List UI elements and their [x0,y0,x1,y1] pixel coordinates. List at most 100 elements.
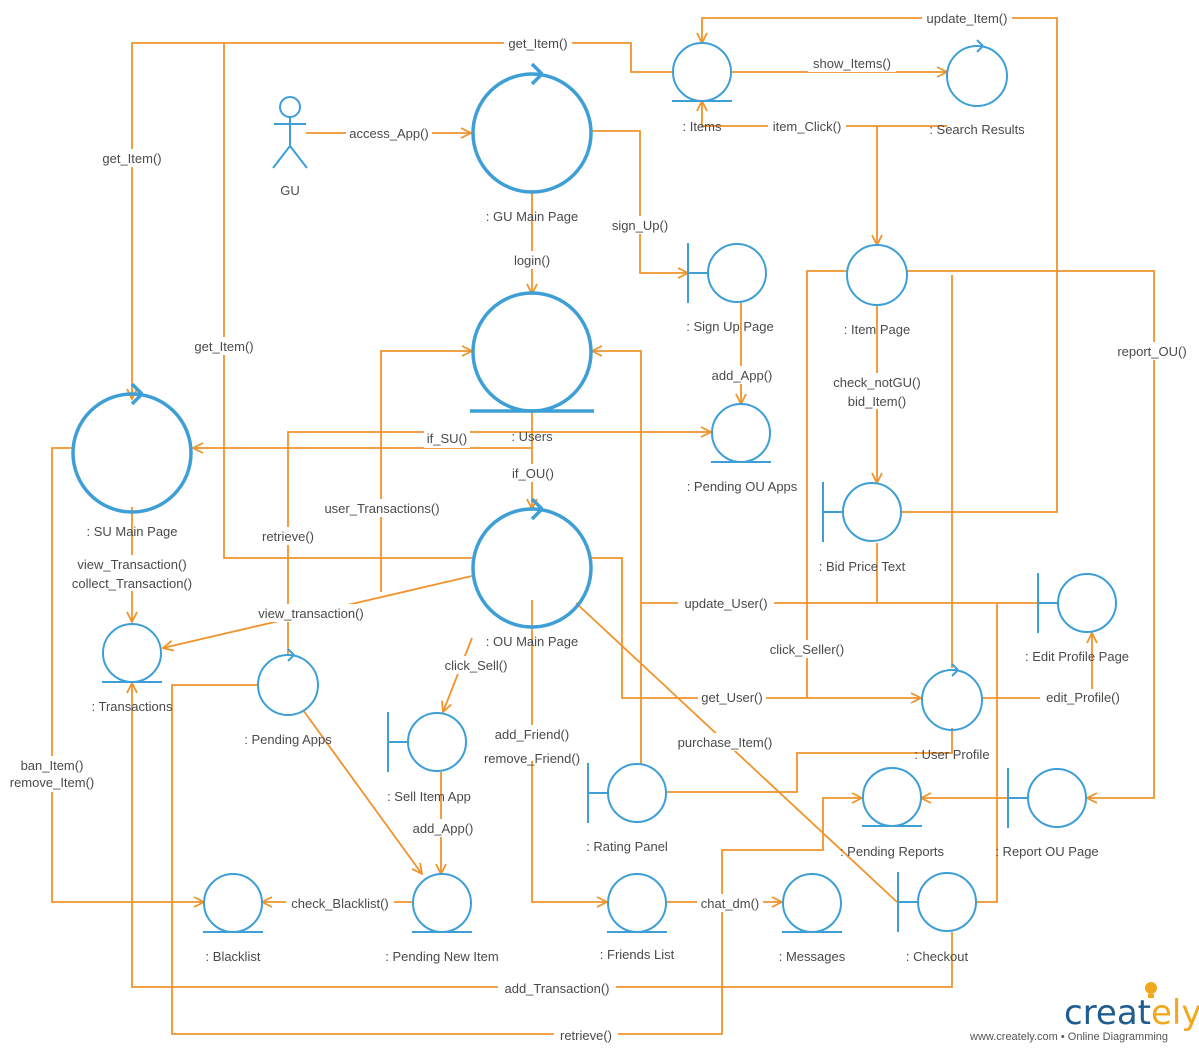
entity-pending-reports[interactable] [862,767,922,827]
msg-view-transaction-collect-1: view_Transaction() [77,557,186,572]
entity-item-page[interactable] [846,244,908,306]
connectors [51,17,1155,1035]
blacklist-label: : Blacklist [206,949,261,964]
pending-ou-apps-label: : Pending OU Apps [687,479,798,494]
msg-chat-dm: chat_dm() [701,896,760,911]
msg-get-user: get_User() [701,690,762,705]
msg-add-friend-2: remove_Friend() [484,751,580,766]
link-checkout-update [976,603,998,903]
edit-profile-page-label: : Edit Profile Page [1025,649,1129,664]
boundary-edit-profile-page[interactable] [1037,573,1117,633]
objects [71,39,1117,933]
creately-logo: creately www.creately.com • Online Diagr… [969,982,1199,1043]
boundary-sell-item-app[interactable] [387,712,467,772]
entity-friends-list[interactable] [607,873,667,933]
msg-retrieve-bottom: retrieve() [560,1028,612,1043]
link-click-sell [443,637,473,712]
entity-pending-ou-apps[interactable] [711,403,771,463]
messages-label: : Messages [779,949,846,964]
entity-users[interactable] [470,291,594,413]
logo-tagline: www.creately.com • Online Diagramming [969,1031,1168,1043]
msg-access-app: access_App() [349,126,428,141]
msg-get-item-mid: get_Item() [194,339,253,354]
msg-user-transactions: user_Transactions() [324,501,439,516]
control-ou-main-page[interactable] [471,497,593,629]
entity-pending-new-item[interactable] [412,873,472,933]
entity-transactions[interactable] [102,623,162,683]
msg-update-user: update_User() [684,596,767,611]
msg-report-ou: report_OU() [1117,344,1186,359]
msg-update-item: update_Item() [927,11,1008,26]
msg-if-ou: if_OU() [512,466,554,481]
msg-view-transaction: view_transaction() [258,606,364,621]
link-add-friend [531,600,607,902]
boundary-rating-panel[interactable] [587,763,667,823]
entity-blacklist[interactable] [203,873,263,933]
msg-add-app-bottom: add_App() [413,821,474,836]
link-get-user [592,557,921,698]
msg-view-transaction-collect-2: collect_Transaction() [72,576,192,591]
bid-price-text-label: : Bid Price Text [819,559,906,574]
msg-ban-item-2: remove_Item() [10,775,95,790]
msg-purchase-item: purchase_Item() [678,735,773,750]
link-update-item [702,17,1058,513]
pending-apps-label: : Pending Apps [244,732,332,747]
transactions-label: : Transactions [92,699,173,714]
link-rating-users [592,351,642,765]
gu-main-page-label: : GU Main Page [486,209,579,224]
control-search-results[interactable] [946,39,1008,107]
boundary-checkout[interactable] [897,872,977,932]
item-page-label: : Item Page [844,322,910,337]
msg-check-blacklist: check_Blacklist() [291,896,389,911]
actor-gu[interactable] [272,96,308,169]
sell-item-app-label: : Sell Item App [387,789,471,804]
msg-bid-item: bid_Item() [848,394,907,409]
control-su-main-page[interactable] [71,382,193,514]
items-label: : Items [682,119,722,134]
link-sign-up [592,130,688,273]
link-ban-item [51,447,204,902]
search-results-label: : Search Results [929,122,1025,137]
object-labels: GU : GU Main Page : Users : OU Main Page… [86,119,1129,964]
rating-panel-label: : Rating Panel [586,839,668,854]
msg-click-seller: click_Seller() [770,642,844,657]
msg-click-sell: click_Sell() [445,658,508,673]
checkout-label: : Checkout [906,949,969,964]
lightbulb-icon [1145,982,1157,998]
entity-items[interactable] [672,42,732,102]
msg-sign-up: sign_Up() [612,218,668,233]
msg-item-click: item_Click() [773,119,842,134]
link-get-item-mid [223,43,472,559]
msg-show-items: show_Items() [813,56,891,71]
msg-add-friend-1: add_Friend() [495,727,569,742]
msg-if-su: if_SU() [427,431,467,446]
control-gu-main-page[interactable] [471,62,593,194]
msg-get-item-top: get_Item() [508,36,567,51]
control-pending-apps[interactable] [257,648,319,716]
msg-check-notgu: check_notGU() [833,375,920,390]
msg-get-item-left: get_Item() [102,151,161,166]
users-label: : Users [511,429,553,444]
actor-gu-label: GU [280,183,300,198]
link-purchase-item [575,602,898,903]
link-retrieve-bottom [171,684,862,1035]
msg-ban-item-1: ban_Item() [21,758,84,773]
message-labels: access_App() get_Item() update_Item() sh… [6,9,1192,1044]
control-user-profile[interactable] [921,663,983,731]
boundary-bid-price-text[interactable] [822,482,902,542]
pending-reports-label: : Pending Reports [840,844,945,859]
friends-list-label: : Friends List [600,947,675,962]
link-rating-profile [666,728,953,793]
boundary-report-ou-page[interactable] [1007,768,1087,828]
link-retrieve-mid [287,432,711,655]
msg-retrieve-mid: retrieve() [262,529,314,544]
report-ou-page-label: : Report OU Page [995,844,1098,859]
link-report-ou [907,270,1155,798]
boundary-sign-up-page[interactable] [687,243,767,303]
link-item-click [702,101,947,127]
entity-messages[interactable] [782,873,842,933]
link-click-seller [806,270,847,698]
msg-login: login() [514,253,550,268]
su-main-page-label: : SU Main Page [86,524,177,539]
